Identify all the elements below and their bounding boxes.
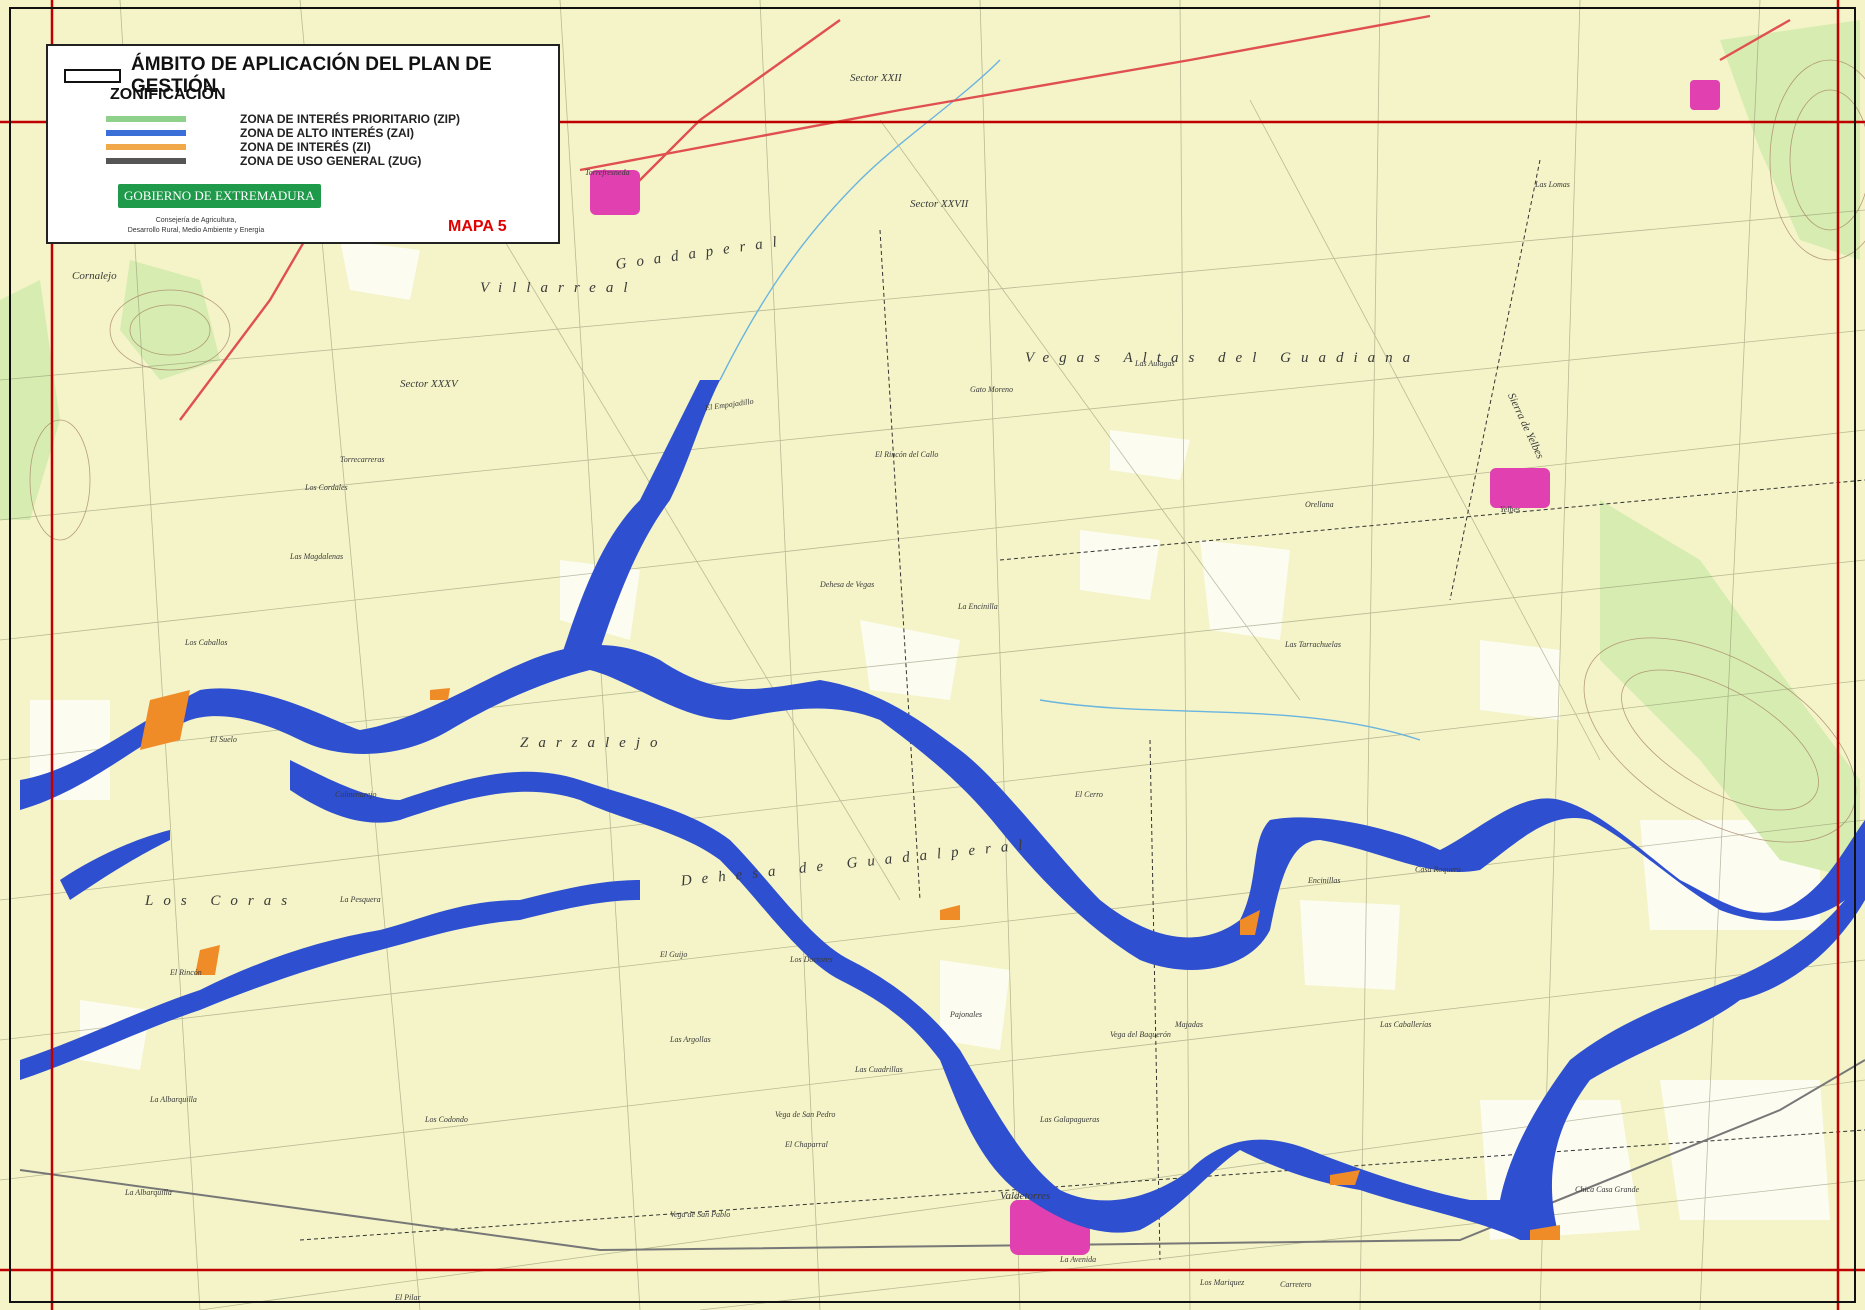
place-label: El Chaparral — [785, 1140, 828, 1149]
place-label: Los Codondo — [425, 1115, 468, 1124]
place-label: Torrecarreras — [340, 455, 385, 464]
place-label: Las Cuadrillas — [855, 1065, 903, 1074]
place-label: El Cerro — [1075, 790, 1103, 799]
river-zai — [20, 380, 1865, 1240]
zone-zi — [140, 688, 1560, 1240]
place-label: Dehesa de Vegas — [820, 580, 875, 589]
legend-item-zai: ZONA DE ALTO INTERÉS (ZAI) — [106, 126, 414, 140]
place-label: Vega del Baquerón — [1110, 1030, 1171, 1039]
legend-title-text: ÁMBITO DE APLICACIÓN DEL PLAN DE GESTIÓN — [130, 54, 492, 97]
contour-lines — [29, 59, 1865, 843]
place-label: Los Coras — [145, 893, 298, 909]
place-label: Chica Casa Grande — [1575, 1185, 1639, 1194]
place-label: Las Galapagueras — [1040, 1115, 1100, 1124]
place-label: Majadas — [1175, 1020, 1203, 1029]
legend-box: ÁMBITO DE APLICACIÓN DEL PLAN DE GESTIÓN… — [46, 44, 560, 244]
map-border — [9, 7, 1856, 1303]
legend-item-zip: ZONA DE INTERÉS PRIORITARIO (ZIP) — [106, 112, 460, 126]
department-line-2: Desarrollo Rural, Medio Ambiente y Energ… — [127, 227, 265, 234]
vegetation-patches — [0, 20, 1860, 880]
zug-swatch — [106, 158, 186, 164]
place-label: Las Caballerías — [1380, 1020, 1432, 1029]
place-label: El Guijo — [660, 950, 688, 959]
place-label: Las Lomas — [1535, 180, 1570, 189]
place-label: Las Magdalenas — [290, 552, 344, 561]
zip-swatch — [106, 116, 186, 122]
zip-label: ZONA DE INTERÉS PRIORITARIO (ZIP) — [240, 112, 461, 126]
zi-swatch — [106, 144, 186, 150]
place-label: La Avenida — [1060, 1255, 1097, 1264]
urban-areas — [590, 80, 1720, 1255]
place-label: Vega de San Pedro — [775, 1110, 836, 1119]
place-label: Las Argollas — [670, 1035, 711, 1044]
place-label: Los Mariquez — [1200, 1278, 1245, 1287]
place-label: Encinillas — [1308, 876, 1341, 885]
place-label: Cornalejo — [72, 270, 117, 282]
department-line-1: Consejería de Agricultura, — [155, 217, 237, 224]
zoning-heading: ZONIFICACIÓN — [110, 86, 226, 103]
place-label: Vega de San Pablo — [670, 1210, 731, 1219]
place-label: El Rincón — [170, 968, 202, 977]
place-label: Zarzalejo — [520, 735, 668, 751]
place-label: Orellana — [1305, 500, 1334, 509]
zai-label: ZONA DE ALTO INTERÉS (ZAI) — [240, 126, 414, 140]
place-label: La Albarquilla — [150, 1095, 197, 1104]
place-label: Los Doctores — [790, 955, 833, 964]
place-label: Las Aulagas — [1135, 359, 1175, 368]
place-label: Sector XXXV — [400, 378, 458, 390]
place-label: Sector XXVII — [910, 198, 969, 210]
rail-lines — [299, 159, 1865, 1261]
place-label: Los Cordales — [305, 483, 348, 492]
place-label: Carretero — [1280, 1280, 1312, 1289]
place-label: Colmenarejo — [335, 790, 377, 799]
place-label: Pajonales — [950, 1010, 982, 1019]
place-label: Vegas Altas del Guadiana — [1025, 350, 1421, 366]
highway — [19, 1059, 1865, 1252]
department-text: Consejería de Agricultura, Desarrollo Ru… — [106, 216, 286, 236]
zai-swatch — [106, 130, 186, 136]
place-label: Casa Roquero — [1415, 865, 1461, 874]
place-label: La Albarquilla — [125, 1188, 172, 1197]
place-label: El Suelo — [210, 735, 237, 744]
boundary-swatch — [64, 69, 121, 83]
map-number: MAPA 5 — [448, 218, 507, 235]
place-label: El Rincón del Callo — [875, 450, 939, 459]
zi-label: ZONA DE INTERÉS (ZI) — [240, 140, 371, 154]
place-label: Villarreal — [480, 280, 638, 296]
legend-item-zi: ZONA DE INTERÉS (ZI) — [106, 140, 371, 154]
place-label: Valdetorres — [1000, 1190, 1051, 1202]
zug-label: ZONA DE USO GENERAL (ZUG) — [240, 154, 422, 168]
government-logo: GOBIERNO DE EXTREMADURA — [118, 184, 321, 208]
place-label: Torrefresneda — [585, 168, 630, 177]
place-label: Gato Moreno — [970, 385, 1014, 394]
place-label: Los Caballos — [185, 638, 228, 647]
place-label: Las Tarrachuelas — [1285, 640, 1341, 649]
place-label: El Pilar — [395, 1293, 421, 1302]
legend-title: ÁMBITO DE APLICACIÓN DEL PLAN DE GESTIÓN — [64, 54, 558, 98]
place-label: La Pesquera — [340, 895, 381, 904]
place-label: La Encinilla — [958, 602, 998, 611]
place-label: Sector XXII — [850, 72, 902, 84]
field-patches — [30, 240, 1830, 1240]
legend-item-zug: ZONA DE USO GENERAL (ZUG) — [106, 154, 421, 168]
place-label: Yelbes — [1500, 505, 1521, 514]
